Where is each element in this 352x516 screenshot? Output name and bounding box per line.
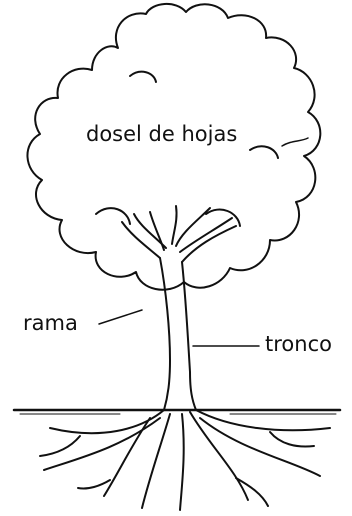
branch-right-inner	[179, 217, 233, 253]
branch-right-upper	[175, 207, 211, 247]
trunk-left-edge	[159, 257, 171, 411]
root	[141, 413, 171, 509]
branch-left-upper	[149, 211, 165, 251]
root-branchlet	[235, 477, 269, 507]
branch-right-outer	[181, 225, 237, 263]
root	[189, 411, 249, 501]
canopy-outline	[26, 3, 322, 291]
root	[199, 417, 321, 477]
root-branchlet	[269, 431, 315, 448]
label-branch: rama	[23, 311, 78, 335]
branch-left-outer	[121, 221, 161, 259]
root-branchlet	[39, 435, 81, 457]
canopy-detail	[95, 207, 131, 225]
trunk-right-edge	[181, 261, 197, 411]
label-canopy: dosel de hojas	[86, 122, 238, 146]
canopy-detail	[129, 70, 157, 83]
root	[43, 417, 161, 471]
root	[195, 409, 331, 432]
leader-line-canopy	[281, 137, 309, 147]
leader-line-branch	[98, 309, 143, 325]
root	[103, 417, 151, 497]
root	[49, 409, 165, 435]
label-trunk: tronco	[265, 332, 332, 356]
canopy-detail	[249, 145, 279, 159]
root	[179, 413, 185, 511]
canopy-detail	[205, 208, 241, 227]
branch-center	[171, 205, 178, 245]
root-branchlet	[77, 479, 111, 490]
